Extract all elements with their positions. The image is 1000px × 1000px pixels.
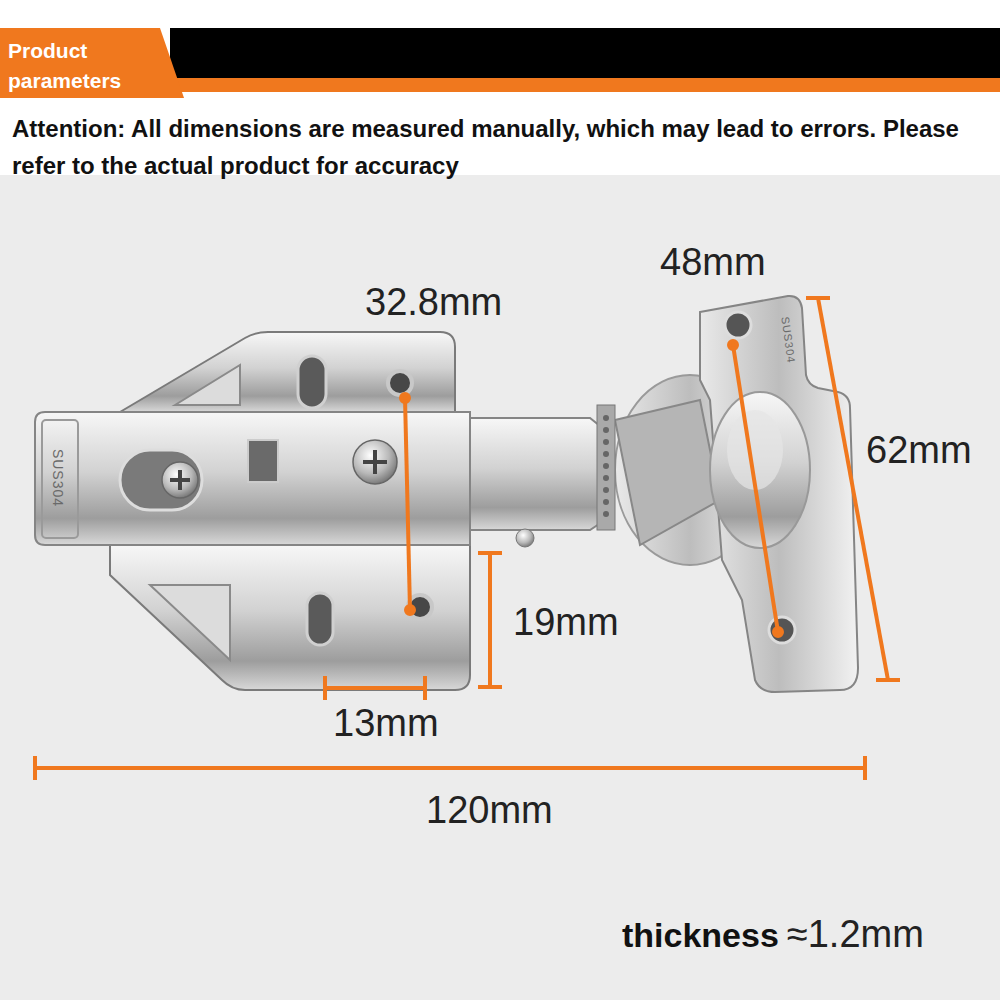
dimension-lines bbox=[35, 298, 900, 780]
hinge-arm-part bbox=[603, 439, 609, 445]
cup-plate-part bbox=[725, 312, 751, 338]
hinge-arm-part bbox=[170, 470, 190, 490]
dimension-lines-part bbox=[876, 678, 900, 682]
cup-plate-part bbox=[700, 296, 858, 692]
hinge-arm-part bbox=[603, 511, 609, 517]
mounting-plate-part bbox=[388, 371, 412, 395]
dimension-label: ≈1.2mm bbox=[787, 915, 924, 953]
dimension-lines-part bbox=[33, 756, 37, 780]
hinge-arm-part bbox=[455, 418, 605, 530]
dimension-lines-part bbox=[729, 341, 737, 349]
header-bar-part bbox=[170, 78, 1000, 92]
dimension-lines-part bbox=[401, 394, 409, 402]
hinge-arm-part bbox=[597, 405, 615, 530]
hinge-arm-part bbox=[248, 440, 278, 482]
hinge-arm-part bbox=[603, 475, 609, 481]
dimension-label: 32.8mm bbox=[365, 283, 502, 321]
dimension-lines-part bbox=[478, 551, 502, 555]
dimension-lines-part bbox=[423, 676, 427, 700]
header-bar-part bbox=[170, 28, 1000, 80]
dimension-lines-part bbox=[406, 606, 414, 614]
hinge-arm-part bbox=[363, 450, 387, 474]
hinge-cup-part bbox=[615, 400, 720, 545]
mounting-plate-part bbox=[175, 365, 240, 405]
hinge-arm-part bbox=[162, 462, 198, 498]
thickness-label: thickness bbox=[622, 918, 779, 952]
hinge-arm-part bbox=[603, 487, 609, 493]
material-stamp: SUS304 bbox=[51, 449, 65, 507]
dimension-label: 120mm bbox=[426, 791, 553, 829]
dimension-lines-part bbox=[35, 766, 865, 770]
dimension-lines-part bbox=[806, 296, 830, 300]
dimension-label: 62mm bbox=[866, 431, 972, 469]
hinge-arm-part bbox=[603, 451, 609, 457]
mounting-plate-part bbox=[150, 585, 230, 660]
note-text: Attention: All dimensions are measured m… bbox=[12, 110, 997, 184]
hinge-arm-part bbox=[603, 463, 609, 469]
cup-plate bbox=[700, 296, 858, 692]
section-title: Product parameters bbox=[8, 36, 148, 96]
header-bar-part bbox=[0, 28, 184, 98]
dimension-label: 48mm bbox=[660, 243, 766, 281]
dimension-lines-part bbox=[774, 628, 782, 636]
dimension-lines-part bbox=[863, 756, 867, 780]
dimension-label: 13mm bbox=[333, 704, 439, 742]
hinge-arm bbox=[35, 405, 615, 547]
dimension-lines-part bbox=[323, 676, 327, 700]
dimension-lines-part bbox=[478, 685, 502, 689]
hinge-arm-part bbox=[516, 529, 534, 547]
dimension-lines-part bbox=[325, 686, 425, 690]
hinge-arm-part bbox=[353, 440, 397, 484]
mounting-plate-part bbox=[298, 356, 326, 408]
hinge-arm-part bbox=[603, 415, 609, 421]
cup-plate-part bbox=[769, 617, 795, 643]
background-part bbox=[0, 175, 1000, 1000]
dimension-lines-part bbox=[733, 345, 778, 632]
hinge-arm-part bbox=[603, 499, 609, 505]
dimension-lines-part bbox=[405, 398, 410, 610]
hinge-arm-part bbox=[603, 427, 609, 433]
hinge-arm-part bbox=[120, 450, 202, 510]
mounting-plate-part bbox=[307, 593, 333, 645]
mounting-plate-part bbox=[120, 332, 455, 412]
hinge-arm-part bbox=[42, 420, 78, 538]
mounting-plate-part bbox=[110, 545, 470, 690]
dimension-lines-part bbox=[488, 553, 492, 687]
dimension-label: 19mm bbox=[513, 603, 619, 641]
dimension-lines-part bbox=[818, 298, 888, 680]
header-bar bbox=[0, 28, 1000, 98]
